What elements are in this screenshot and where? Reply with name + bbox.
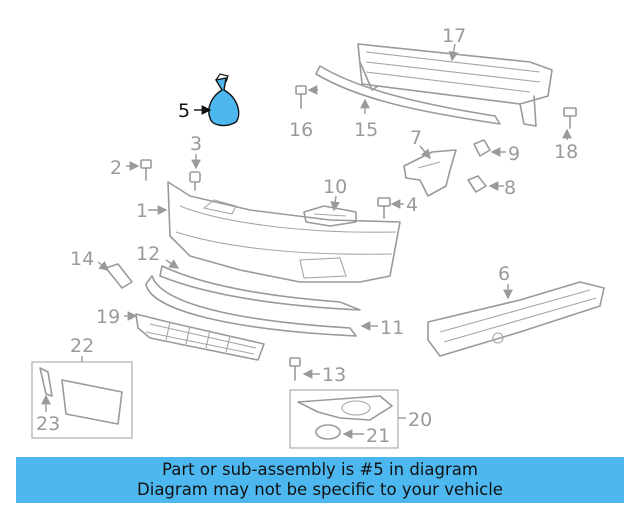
- lower-absorber-6: [427, 281, 605, 357]
- upper-absorber-15: [315, 65, 501, 125]
- bracket-10: [303, 205, 357, 227]
- callout-23: 23: [36, 413, 60, 435]
- screw-8: [467, 175, 487, 193]
- callout-18: 18: [554, 141, 578, 163]
- callout-13: 13: [322, 364, 346, 386]
- callout-9: 9: [508, 143, 520, 165]
- bolt-13: [289, 357, 301, 381]
- callout-3: 3: [190, 133, 202, 155]
- callout-20: 20: [408, 409, 432, 431]
- callout-4: 4: [406, 194, 418, 216]
- bracket-14: [105, 263, 133, 289]
- bolt-18: [563, 107, 577, 129]
- callout-6: 6: [498, 263, 510, 285]
- info-banner: Part or sub-assembly is #5 in diagram Di…: [16, 457, 624, 503]
- callout-16: 16: [289, 119, 313, 141]
- callout-7: 7: [410, 127, 422, 149]
- callout-5: 5: [178, 100, 190, 122]
- callout-11: 11: [380, 317, 404, 339]
- callout-19: 19: [96, 306, 120, 328]
- callout-14: 14: [70, 248, 94, 270]
- screw-9: [473, 139, 491, 157]
- bolt-16: [295, 85, 307, 109]
- callout-2: 2: [110, 157, 122, 179]
- callout-22: 22: [70, 335, 94, 357]
- banner-line-1: Part or sub-assembly is #5 in diagram: [162, 460, 478, 479]
- part-5-highlighted: [208, 73, 240, 127]
- grille-19: [135, 313, 265, 361]
- lower-trim-11: [145, 275, 357, 337]
- callout-1: 1: [136, 200, 148, 222]
- banner-line-2: Diagram may not be specific to your vehi…: [137, 480, 503, 499]
- spoiler-12: [159, 265, 361, 311]
- clip-3: [189, 171, 201, 191]
- bolt-4: [377, 197, 391, 219]
- callout-10: 10: [323, 176, 347, 198]
- clip-2: [140, 159, 152, 181]
- callout-8: 8: [504, 177, 516, 199]
- bracket-7: [403, 149, 457, 197]
- fog-trim-group-20: [289, 389, 399, 449]
- bumper-cover-1: [167, 181, 401, 283]
- reinforcement-beam-17: [357, 43, 553, 127]
- callout-15: 15: [354, 119, 378, 141]
- callout-17: 17: [442, 25, 466, 47]
- callout-21: 21: [366, 425, 390, 447]
- callout-12: 12: [136, 243, 160, 265]
